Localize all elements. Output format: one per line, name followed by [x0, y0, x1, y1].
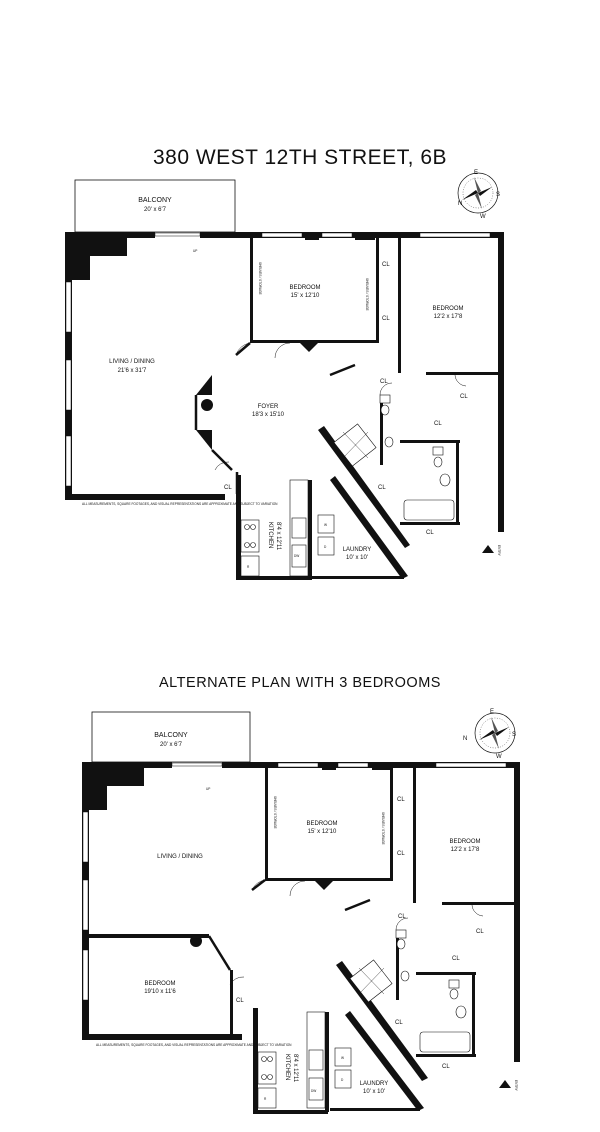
balcony-label: BALCONY: [154, 732, 188, 739]
closet-3: CL: [398, 914, 406, 920]
balcony-dims: 20' x 6'7: [144, 207, 167, 213]
entry-arrow-icon: [482, 545, 494, 553]
kitchen-label: KITCHEN: [284, 1054, 290, 1080]
bath-fixtures: [349, 929, 471, 1053]
interior-walls: [207, 879, 371, 971]
column: [201, 399, 213, 411]
compass-s: S: [496, 192, 500, 198]
shelves-left: SHELVES / STORAGE: [258, 262, 262, 295]
windows: [65, 232, 491, 487]
entry-label: ENTRY: [514, 1080, 518, 1092]
closet-1: CL: [397, 797, 405, 803]
walls: [82, 762, 520, 1114]
closet-7: CL: [442, 1064, 450, 1070]
balcony-dims: 20' x 6'7: [160, 742, 183, 748]
compass-n: N: [463, 736, 467, 742]
laundry-dims: 10' x 10': [346, 555, 368, 561]
bedroom-new-label: BEDROOM: [144, 981, 175, 987]
laundry-label: LAUNDRY: [360, 1081, 389, 1087]
shelves-left: SHELVES / STORAGE: [273, 796, 277, 829]
closet-7: CL: [426, 530, 434, 536]
windows: [82, 762, 507, 1001]
closet-5: CL: [434, 421, 442, 427]
fridge-label: R: [247, 565, 250, 569]
bedroom-a-dims: 15' x 12'10: [308, 829, 337, 835]
compass-e: E: [490, 709, 494, 715]
closet-6: CL: [378, 485, 386, 491]
closet-8: CL: [224, 485, 232, 491]
bedroom-b-dims: 12'2 x 17'8: [434, 314, 463, 320]
entry-arrow-icon: [499, 1080, 511, 1088]
kitchen-label: KITCHEN: [267, 522, 273, 548]
bedroom-a-dims: 15' x 12'10: [291, 293, 320, 299]
closet-1: CL: [382, 262, 390, 268]
compass-e: E: [474, 170, 478, 176]
living-label: LIVING / DINING: [109, 359, 155, 365]
shelves-right: SHELVES / STORAGE: [365, 278, 369, 311]
bedroom-b-label: BEDROOM: [449, 839, 480, 845]
compass-s: S: [512, 732, 516, 738]
fridge-label: R: [264, 1097, 267, 1101]
disclaimer-2: ALL MEASUREMENTS, SQUARE FOOTAGES, AND V…: [96, 1043, 292, 1047]
washer-label: W: [341, 1056, 344, 1060]
kitchen-fixtures: [257, 1011, 352, 1109]
compass-w: W: [496, 754, 502, 760]
bedroom-new-dims: 19'10 x 11'6: [144, 989, 176, 995]
bedroom-b-label: BEDROOM: [432, 306, 463, 312]
shelves-right: SHELVES / STORAGE: [381, 812, 385, 845]
laundry-dims: 10' x 10': [363, 1089, 385, 1095]
closet-4: CL: [460, 394, 468, 400]
closet-5: CL: [452, 956, 460, 962]
foyer-walls: [194, 342, 356, 494]
entry-label: ENTRY: [497, 545, 501, 557]
washer-label: W: [324, 523, 327, 527]
closet-8: CL: [236, 998, 244, 1004]
dishwasher-label: DW: [311, 1089, 316, 1093]
dryer-label: D: [324, 545, 327, 549]
disclaimer-1: ALL MEASUREMENTS, SQUARE FOOTAGES, AND V…: [82, 502, 278, 506]
living-label: LIVING / DINING: [157, 854, 203, 860]
closet-4: CL: [476, 929, 484, 935]
compass-rose-icon: N E S W: [463, 709, 516, 760]
bedroom-b-dims: 12'2 x 17'8: [451, 847, 480, 853]
dishwasher-label: DW: [294, 554, 299, 558]
foyer-label: FOYER: [258, 404, 279, 410]
kitchen-dims: 8'4 x 12'11: [275, 522, 281, 551]
dryer-label: D: [341, 1078, 344, 1082]
up-label: UP: [206, 787, 210, 791]
alternate-plan-title: ALTERNATE PLAN WITH 3 BEDROOMS: [159, 675, 441, 691]
bedroom-a-label: BEDROOM: [306, 821, 337, 827]
up-label: UP: [193, 249, 197, 253]
floor-plan-main: N E S W BALCONY 20' x 6'7: [65, 170, 504, 580]
bedroom-a-label: BEDROOM: [289, 285, 320, 291]
foyer-dims: 18'3 x 15'10: [252, 412, 285, 418]
compass-n: N: [458, 201, 462, 207]
closet-6: CL: [395, 1020, 403, 1026]
main-title: 380 WEST 12TH STREET, 6B: [152, 146, 448, 169]
door-swings: [214, 342, 467, 471]
compass-rose-icon: N E S W: [457, 170, 500, 220]
door-swings: [229, 879, 484, 986]
kitchen-dims: 8'4 x 12'11: [292, 1054, 298, 1083]
bath-fixtures: [333, 394, 455, 521]
kitchen-fixtures: [240, 479, 335, 577]
closet-2: CL: [397, 851, 405, 857]
laundry-label: LAUNDRY: [343, 547, 372, 553]
closet-3: CL: [380, 379, 388, 385]
closet-2: CL: [382, 316, 390, 322]
living-dims: 21'6 x 31'7: [118, 368, 147, 374]
balcony-label: BALCONY: [138, 197, 172, 204]
column: [190, 935, 202, 947]
compass-w: W: [480, 214, 486, 220]
